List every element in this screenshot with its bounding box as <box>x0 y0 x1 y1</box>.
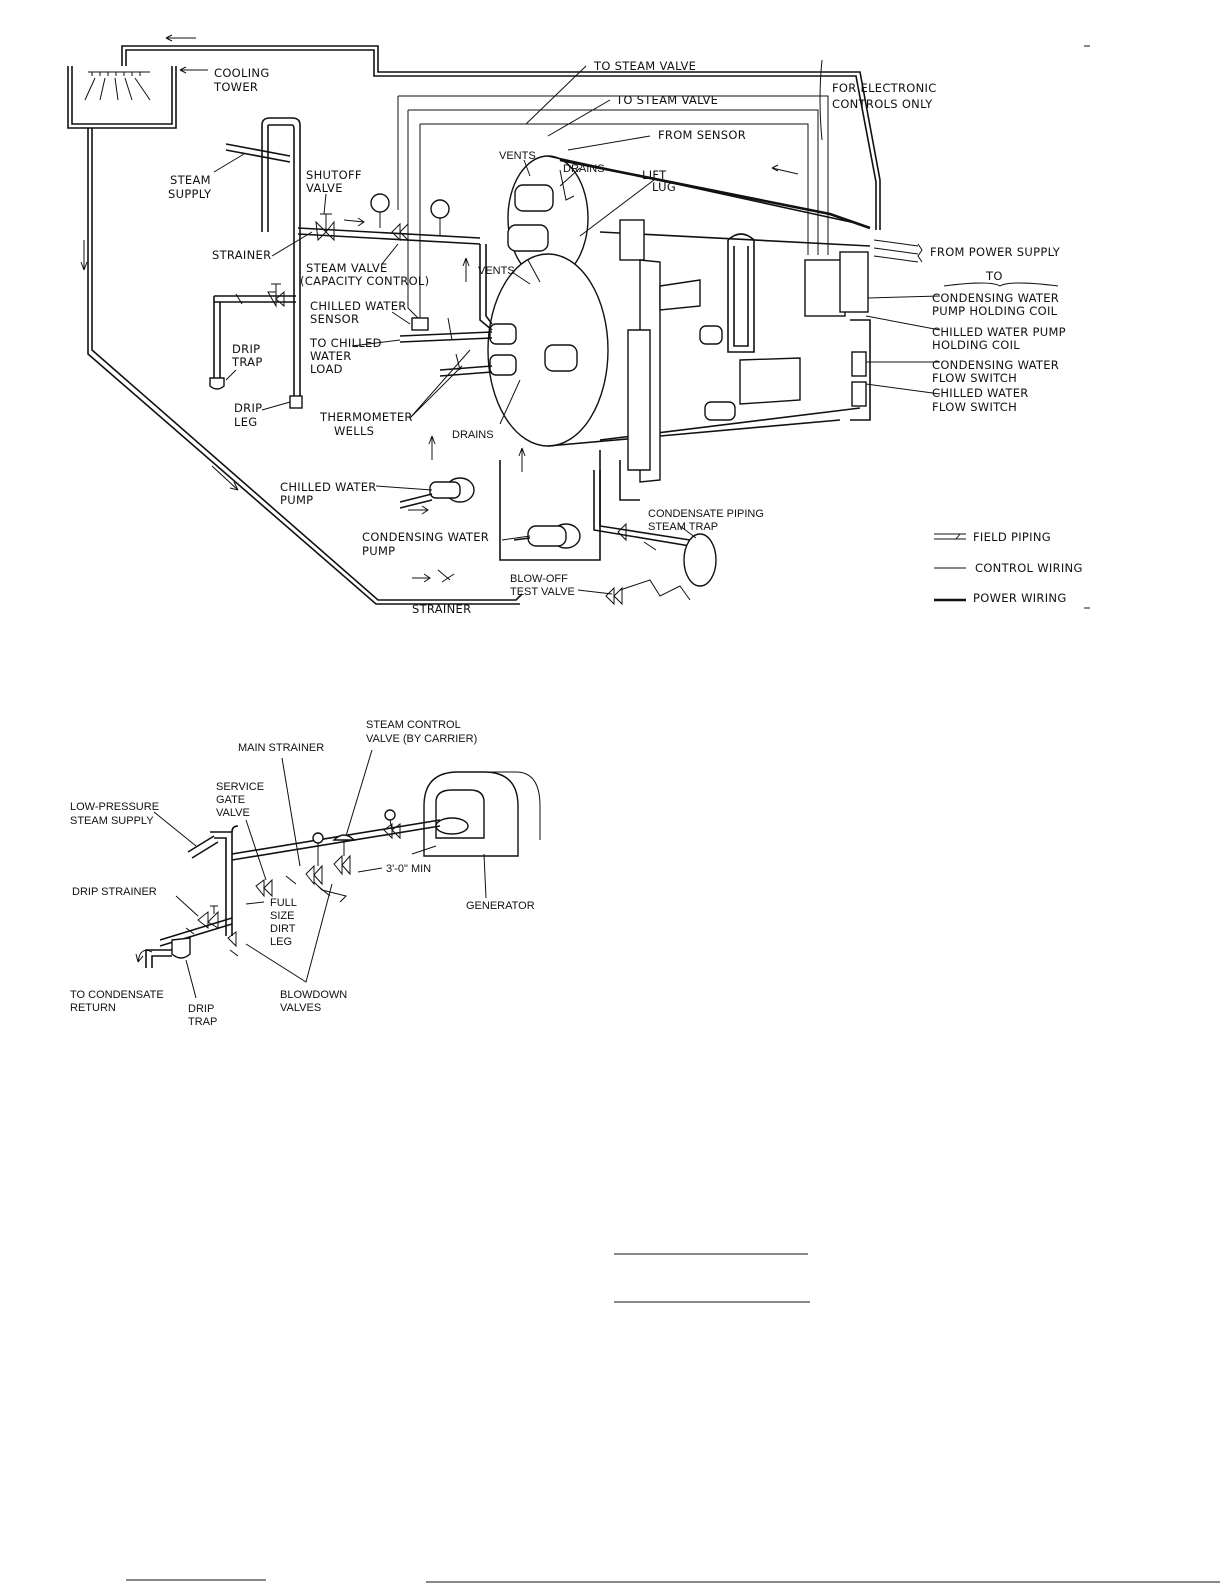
label-lift-lug-2: LUG <box>652 180 676 194</box>
label-steam-valve-1: STEAM VALVE <box>306 261 388 275</box>
label-drip-trap-1: DRIP <box>232 342 260 356</box>
label-condensate-return-1: TO CONDENSATE <box>70 989 164 1001</box>
label-drains-top: DRAINS <box>563 163 605 175</box>
label-low-pressure-1: LOW-PRESSURE <box>70 801 159 813</box>
legend-label-field-piping: FIELD PIPING <box>973 530 1051 544</box>
label-steam-valve-2: (CAPACITY CONTROL) <box>300 274 429 288</box>
label-dirt-leg-2: SIZE <box>270 910 294 922</box>
label-chilled-pump-holding-2: HOLDING COIL <box>932 338 1020 352</box>
legend-label-control-wiring: CONTROL WIRING <box>975 561 1083 575</box>
label-shutoff-valve-1: SHUTOFF <box>306 168 362 182</box>
label-chilled-flow-switch-2: FLOW SWITCH <box>932 400 1017 414</box>
label-condensing-water-pump-2: PUMP <box>362 544 395 558</box>
label-blow-off-1: BLOW-OFF <box>510 573 568 585</box>
label-to-chilled-water-load-3: LOAD <box>310 362 343 376</box>
label-cooling-tower-2: TOWER <box>213 80 258 94</box>
label-to-steam-valve-1: TO STEAM VALVE <box>593 59 696 73</box>
label-shutoff-valve-2: VALVE <box>306 181 343 195</box>
leader-lines-bottom <box>153 749 487 999</box>
label-steam-supply-1: STEAM <box>170 173 211 187</box>
label-drip-strainer: DRIP STRAINER <box>72 886 157 898</box>
label-service-gate-valve-3: VALVE <box>216 807 250 819</box>
label-electronic-controls-2: CONTROLS ONLY <box>832 97 933 111</box>
label-condensing-water-pump-1: CONDENSING WATER <box>362 530 489 544</box>
label-chilled-water-pump-1: CHILLED WATER <box>280 480 377 494</box>
label-steam-control-valve-2: VALVE (BY CARRIER) <box>366 733 477 745</box>
label-to-chilled-water-load-1: TO CHILLED <box>309 336 382 350</box>
label-cond-pump-holding-2: PUMP HOLDING COIL <box>932 304 1058 318</box>
label-vents-top: VENTS <box>499 150 536 162</box>
label-blowdown-1: BLOWDOWN <box>280 989 347 1001</box>
top-labels: COOLING TOWER TO STEAM VALVE TO STEAM VA… <box>168 59 1066 616</box>
chiller-machine <box>487 155 871 561</box>
label-strainer-left: STRAINER <box>212 248 271 262</box>
label-service-gate-valve-1: SERVICE <box>216 781 264 793</box>
drip-trap-assembly <box>209 283 296 390</box>
label-dirt-leg-3: DIRT <box>270 923 296 935</box>
label-drains-mid: DRAINS <box>452 429 494 441</box>
legend-item-power-wiring: POWER WIRING <box>934 591 1067 605</box>
label-generator: GENERATOR <box>466 900 535 912</box>
legend-item-control-wiring: CONTROL WIRING <box>934 561 1083 575</box>
label-cond-flow-switch-1: CONDENSING WATER <box>932 358 1059 372</box>
generator <box>423 771 541 857</box>
bottom-figure: STEAM CONTROL VALVE (BY CARRIER) MAIN ST… <box>70 719 541 1028</box>
label-chilled-pump-holding-1: CHILLED WATER PUMP <box>932 325 1066 339</box>
label-condensate-piping-1: CONDENSATE PIPING <box>648 508 764 520</box>
label-steam-control-valve-1: STEAM CONTROL <box>366 719 461 731</box>
label-main-strainer: MAIN STRAINER <box>238 742 324 754</box>
label-condensate-piping-2: STEAM TRAP <box>648 521 718 533</box>
chilled-water-sensor-piping <box>399 244 526 472</box>
label-condensate-return-2: RETURN <box>70 1002 116 1014</box>
label-vents-mid: VENTS <box>478 265 515 277</box>
label-drip-leg-2: LEG <box>234 415 258 429</box>
label-cond-pump-holding-1: CONDENSING WATER <box>932 291 1059 305</box>
label-drip-trap-b-1: DRIP <box>188 1003 214 1015</box>
label-drip-trap-b-2: TRAP <box>188 1016 217 1028</box>
label-cooling-tower-1: COOLING <box>214 66 270 80</box>
label-to: TO <box>985 269 1003 283</box>
top-figure: FIELD PIPING CONTROL WIRING POWER WIRING… <box>67 34 1090 616</box>
bottom-labels: STEAM CONTROL VALVE (BY CARRIER) MAIN ST… <box>70 719 535 1028</box>
label-drip-trap-2: TRAP <box>231 355 263 369</box>
label-thermometer-wells-2: WELLS <box>334 424 374 438</box>
label-from-sensor: FROM SENSOR <box>658 128 746 142</box>
condensing-water-pump <box>513 523 581 549</box>
legend-label-power-wiring: POWER WIRING <box>973 591 1067 605</box>
leader-lines-top <box>213 65 941 595</box>
label-three-ft-min: 3'-0" MIN <box>386 863 431 875</box>
label-low-pressure-2: STEAM SUPPLY <box>70 815 154 827</box>
label-to-steam-valve-2: TO STEAM VALVE <box>615 93 718 107</box>
label-from-power-supply: FROM POWER SUPPLY <box>930 245 1061 259</box>
label-steam-supply-2: SUPPLY <box>168 187 212 201</box>
condensate-trap <box>593 470 717 606</box>
legend-item-field-piping: FIELD PIPING <box>934 530 1051 544</box>
label-lift-lug-1: LIFT <box>642 168 667 182</box>
label-blowdown-2: VALVES <box>280 1002 321 1014</box>
label-strainer-bottom: STRAINER <box>412 602 471 616</box>
label-to-chilled-water-load-2: WATER <box>310 349 352 363</box>
label-dirt-leg-4: LEG <box>270 936 292 948</box>
label-dirt-leg-1: FULL <box>270 897 297 909</box>
label-electronic-controls-1: FOR ELECTRONIC <box>832 81 937 95</box>
label-chilled-water-pump-2: PUMP <box>280 493 313 507</box>
label-cond-flow-switch-2: FLOW SWITCH <box>932 371 1017 385</box>
cooling-tower <box>67 66 208 129</box>
legend: FIELD PIPING CONTROL WIRING POWER WIRING <box>934 530 1083 605</box>
label-chilled-flow-switch-1: CHILLED WATER <box>932 386 1029 400</box>
label-blow-off-2: TEST VALVE <box>510 586 575 598</box>
steam-supply-pipe <box>225 117 481 409</box>
label-drip-leg-1: DRIP <box>234 401 262 415</box>
label-chilled-water-sensor-2: SENSOR <box>310 312 359 326</box>
chilled-water-pump <box>399 477 475 515</box>
label-chilled-water-sensor-1: CHILLED WATER <box>310 299 407 313</box>
label-thermometer-wells-1: THERMOMETER <box>319 410 413 424</box>
label-service-gate-valve-2: GATE <box>216 794 245 806</box>
